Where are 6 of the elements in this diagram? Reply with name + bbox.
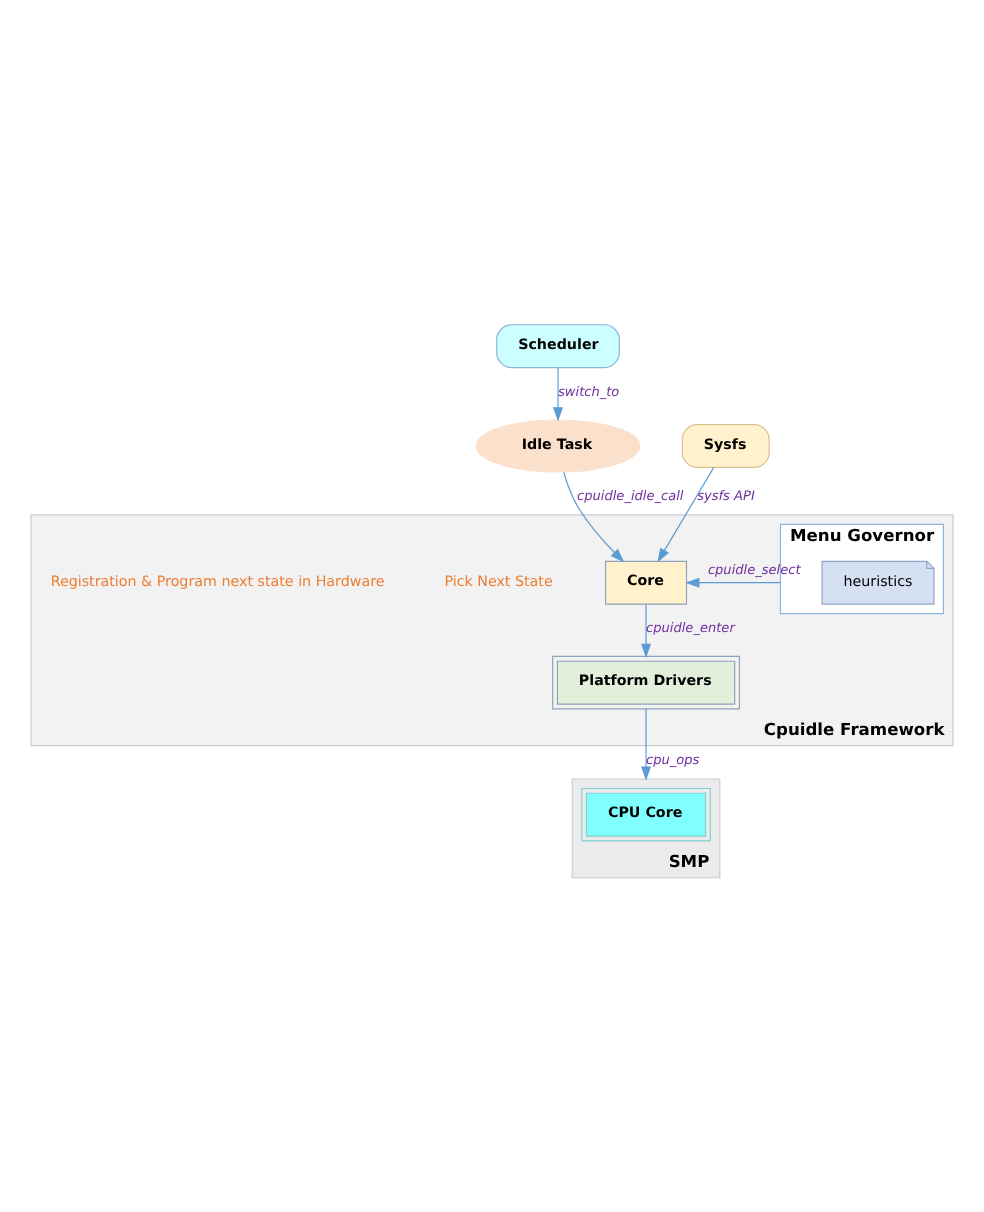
arrow xyxy=(641,604,652,659)
arrow xyxy=(563,471,625,563)
arrow xyxy=(657,467,715,563)
arrow xyxy=(641,708,652,781)
arrow xyxy=(553,367,564,422)
arrow xyxy=(685,577,782,588)
